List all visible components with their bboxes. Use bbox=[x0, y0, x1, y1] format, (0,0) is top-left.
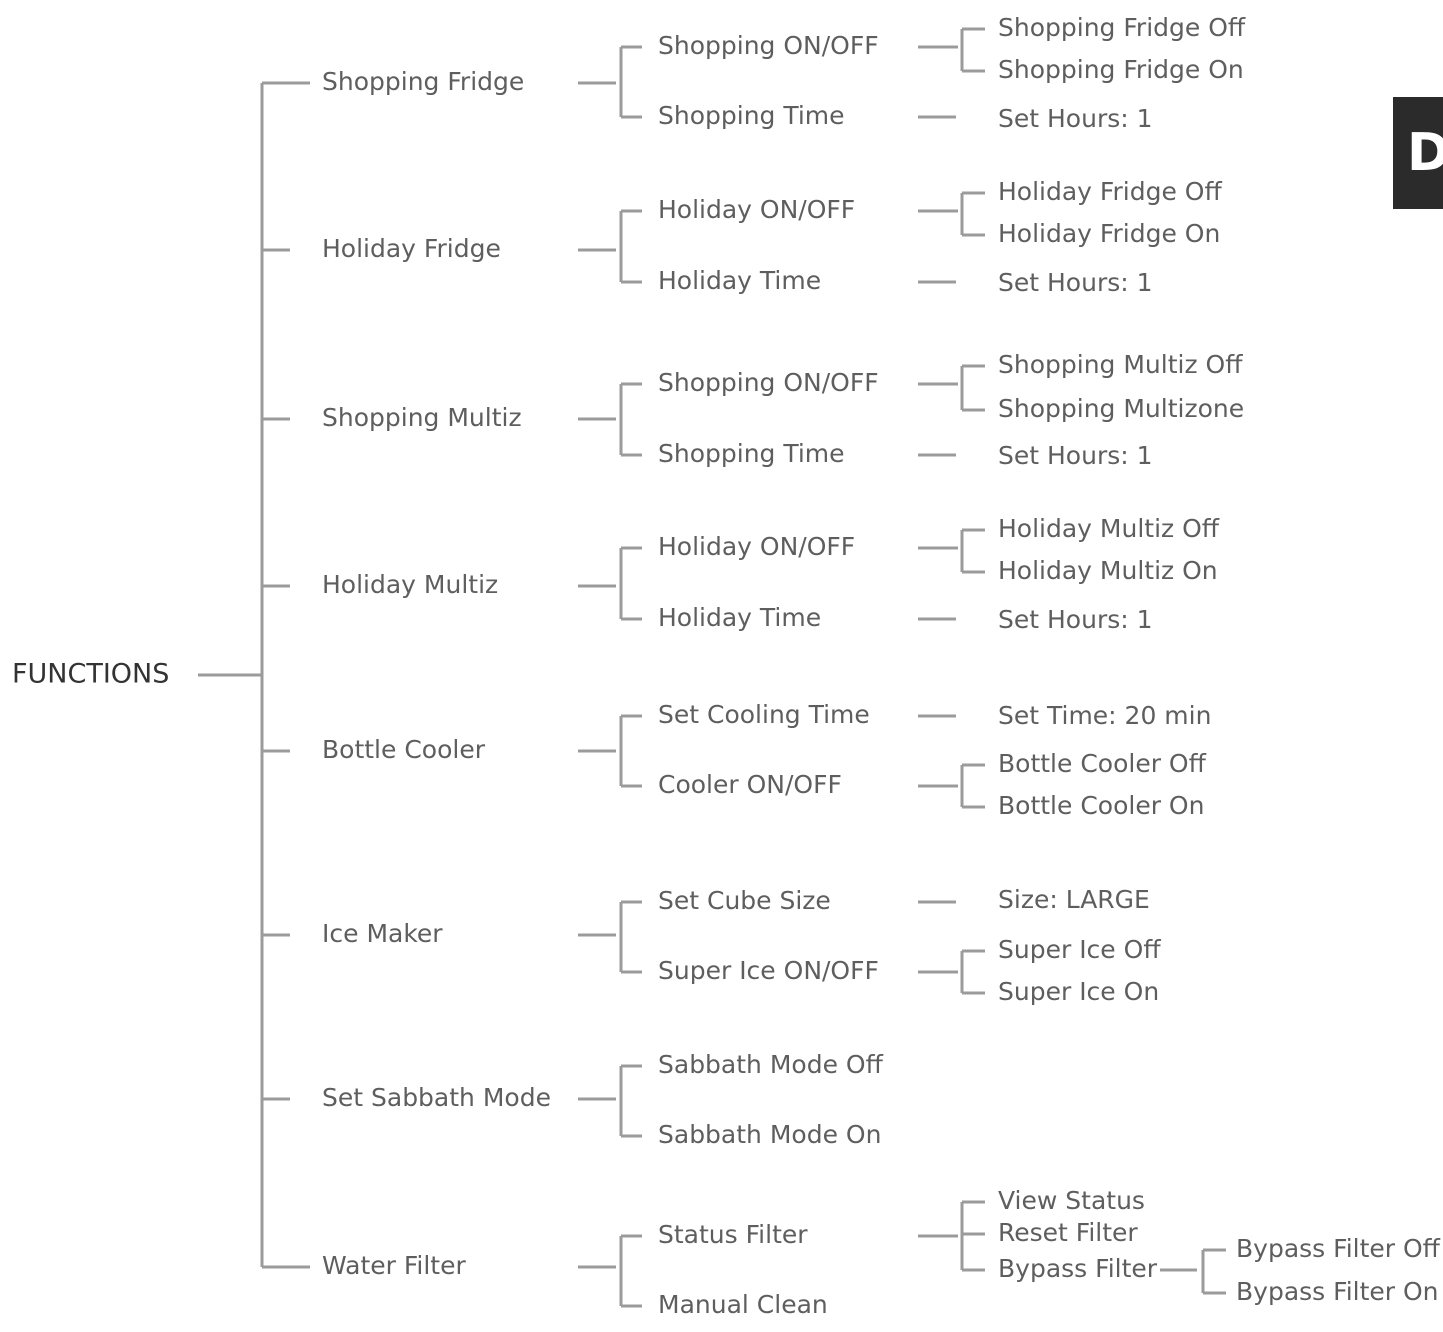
section-tab-letter: D bbox=[1407, 123, 1443, 183]
child-label: Cooler ON/OFF bbox=[658, 770, 842, 799]
sub-option-label: Bypass Filter On bbox=[1236, 1277, 1439, 1306]
child-label: Status Filter bbox=[658, 1220, 808, 1249]
option-label: Shopping Fridge On bbox=[998, 55, 1244, 84]
group-label: Holiday Multiz bbox=[322, 570, 498, 599]
option-label: Bypass Filter bbox=[998, 1254, 1158, 1283]
group-label: Water Filter bbox=[322, 1251, 466, 1280]
option-label: Bottle Cooler On bbox=[998, 791, 1204, 820]
option-label: Shopping Multiz Off bbox=[998, 350, 1243, 379]
child-label: Holiday Time bbox=[658, 266, 821, 295]
option-label: Shopping Multizone bbox=[998, 394, 1244, 423]
child-label: Manual Clean bbox=[658, 1290, 828, 1319]
group-label: Ice Maker bbox=[322, 919, 443, 948]
root-label: FUNCTIONS bbox=[12, 659, 169, 690]
child-label: Sabbath Mode On bbox=[658, 1120, 881, 1149]
child-label: Set Cube Size bbox=[658, 886, 831, 915]
option-label: Shopping Fridge Off bbox=[998, 13, 1246, 42]
option-label: View Status bbox=[998, 1186, 1145, 1215]
child-label: Shopping Time bbox=[658, 101, 845, 130]
option-label: Bottle Cooler Off bbox=[998, 749, 1207, 778]
option-label: Super Ice Off bbox=[998, 935, 1161, 964]
value-label: Set Hours: 1 bbox=[998, 441, 1153, 470]
group-label: Bottle Cooler bbox=[322, 735, 486, 764]
option-label: Holiday Fridge On bbox=[998, 219, 1220, 248]
connector-lines bbox=[198, 27, 1226, 1308]
child-label: Holiday ON/OFF bbox=[658, 532, 855, 561]
child-label: Holiday Time bbox=[658, 603, 821, 632]
child-label: Sabbath Mode Off bbox=[658, 1050, 884, 1079]
child-label: Set Cooling Time bbox=[658, 700, 870, 729]
group-label: Holiday Fridge bbox=[322, 234, 501, 263]
child-label: Super Ice ON/OFF bbox=[658, 956, 879, 985]
option-label: Holiday Fridge Off bbox=[998, 177, 1222, 206]
option-label: Holiday Multiz On bbox=[998, 556, 1218, 585]
group-label: Set Sabbath Mode bbox=[322, 1083, 551, 1112]
option-label: Super Ice On bbox=[998, 977, 1159, 1006]
child-label: Shopping ON/OFF bbox=[658, 368, 879, 397]
option-label: Holiday Multiz Off bbox=[998, 514, 1220, 543]
group-label: Shopping Fridge bbox=[322, 67, 524, 96]
child-label: Holiday ON/OFF bbox=[658, 195, 855, 224]
value-label: Set Hours: 1 bbox=[998, 268, 1153, 297]
group-label: Shopping Multiz bbox=[322, 403, 522, 432]
option-label: Reset Filter bbox=[998, 1218, 1138, 1247]
value-label: Set Time: 20 min bbox=[998, 701, 1211, 730]
section-tab: D bbox=[1393, 97, 1443, 209]
value-label: Set Hours: 1 bbox=[998, 104, 1153, 133]
child-label: Shopping ON/OFF bbox=[658, 31, 879, 60]
child-label: Shopping Time bbox=[658, 439, 845, 468]
value-label: Size: LARGE bbox=[998, 885, 1150, 914]
sub-option-label: Bypass Filter Off bbox=[1236, 1234, 1441, 1263]
value-label: Set Hours: 1 bbox=[998, 605, 1153, 634]
